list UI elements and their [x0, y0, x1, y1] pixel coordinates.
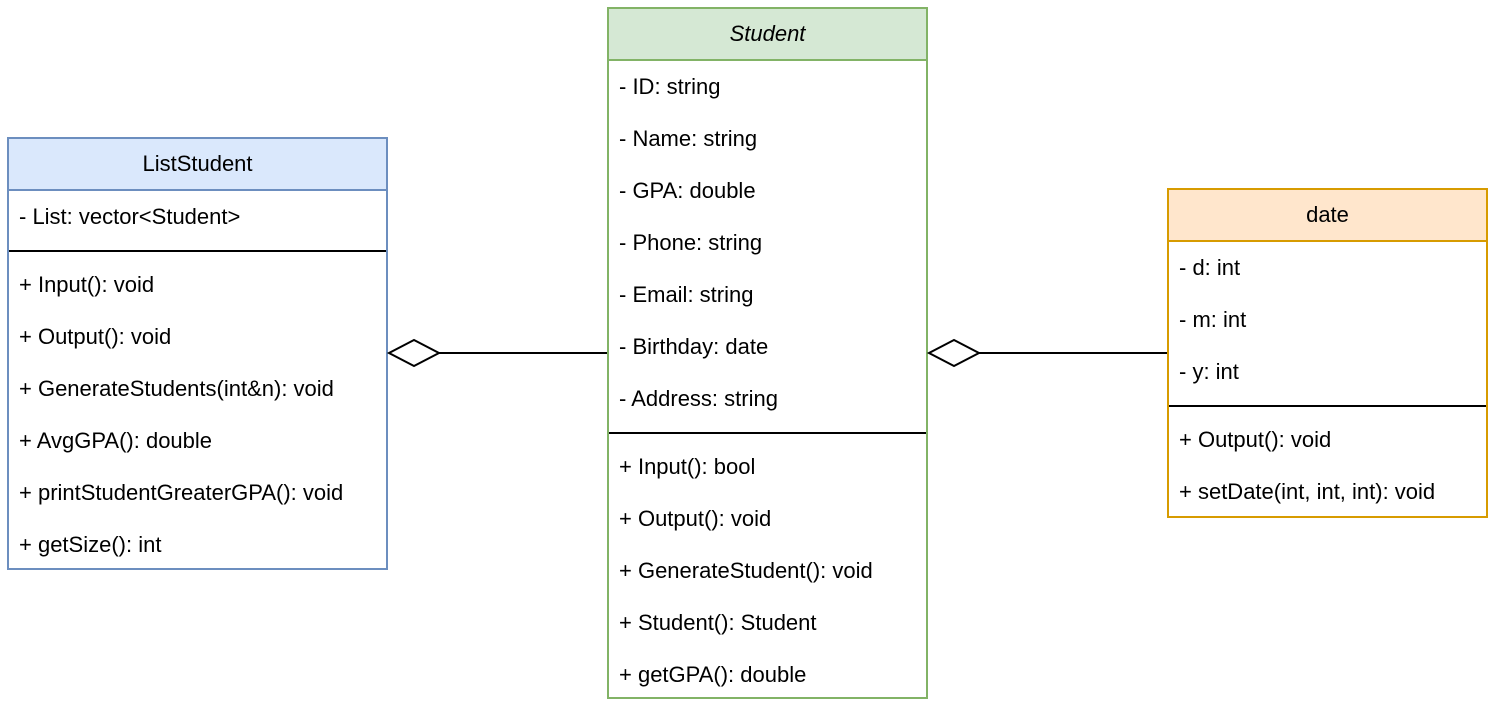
- aggregation-student-date[interactable]: [926, 338, 1167, 368]
- hollow-diamond-icon: [926, 338, 982, 368]
- attributes-section: - d: int - m: int - y: int: [1169, 242, 1486, 398]
- attribute: - y: int: [1179, 359, 1239, 384]
- class-name: date: [1169, 190, 1486, 242]
- methods-section: + Output(): void + setDate(int, int, int…: [1169, 414, 1486, 518]
- attribute: - m: int: [1179, 307, 1247, 332]
- attribute: - Name: string: [619, 126, 758, 151]
- attribute: - Phone: string: [619, 230, 763, 255]
- method: + Output(): void: [619, 506, 772, 531]
- aggregation-liststudent-student[interactable]: [386, 338, 607, 368]
- method: + Output(): void: [19, 324, 172, 349]
- attribute: - ID: string: [619, 74, 721, 99]
- class-date[interactable]: date - d: int - m: int - y: int + Output…: [1167, 188, 1488, 518]
- method: + Output(): void: [1179, 427, 1332, 452]
- class-student[interactable]: Student - ID: string - Name: string - GP…: [607, 7, 928, 699]
- attributes-section: - List: vector<Student>: [9, 191, 386, 243]
- method: + setDate(int, int, int): void: [1179, 479, 1436, 504]
- methods-section: + Input(): bool + Output(): void + Gener…: [609, 441, 926, 701]
- method: + Student(): Student: [619, 610, 817, 635]
- method: + Input(): bool: [619, 454, 756, 479]
- attributes-section: - ID: string - Name: string - GPA: doubl…: [609, 61, 926, 425]
- class-liststudent[interactable]: ListStudent - List: vector<Student> + In…: [7, 137, 388, 570]
- attribute: - d: int: [1179, 255, 1241, 280]
- attribute: - List: vector<Student>: [19, 204, 241, 229]
- attribute: - Birthday: date: [619, 334, 769, 359]
- methods-section: + Input(): void + Output(): void + Gener…: [9, 259, 386, 571]
- class-name: Student: [609, 9, 926, 61]
- method: + printStudentGreaterGPA(): void: [19, 480, 344, 505]
- method: + getGPA(): double: [619, 662, 807, 687]
- attribute: - GPA: double: [619, 178, 756, 203]
- method: + AvgGPA(): double: [19, 428, 213, 453]
- section-divider: [1169, 405, 1486, 407]
- method: + GenerateStudents(int&n): void: [19, 376, 334, 401]
- method: + getSize(): int: [19, 532, 162, 557]
- attribute: - Address: string: [619, 386, 778, 411]
- method: + Input(): void: [19, 272, 155, 297]
- section-divider: [609, 432, 926, 434]
- class-name: ListStudent: [9, 139, 386, 191]
- section-divider: [9, 250, 386, 252]
- method: + GenerateStudent(): void: [619, 558, 873, 583]
- hollow-diamond-icon: [386, 338, 442, 368]
- attribute: - Email: string: [619, 282, 754, 307]
